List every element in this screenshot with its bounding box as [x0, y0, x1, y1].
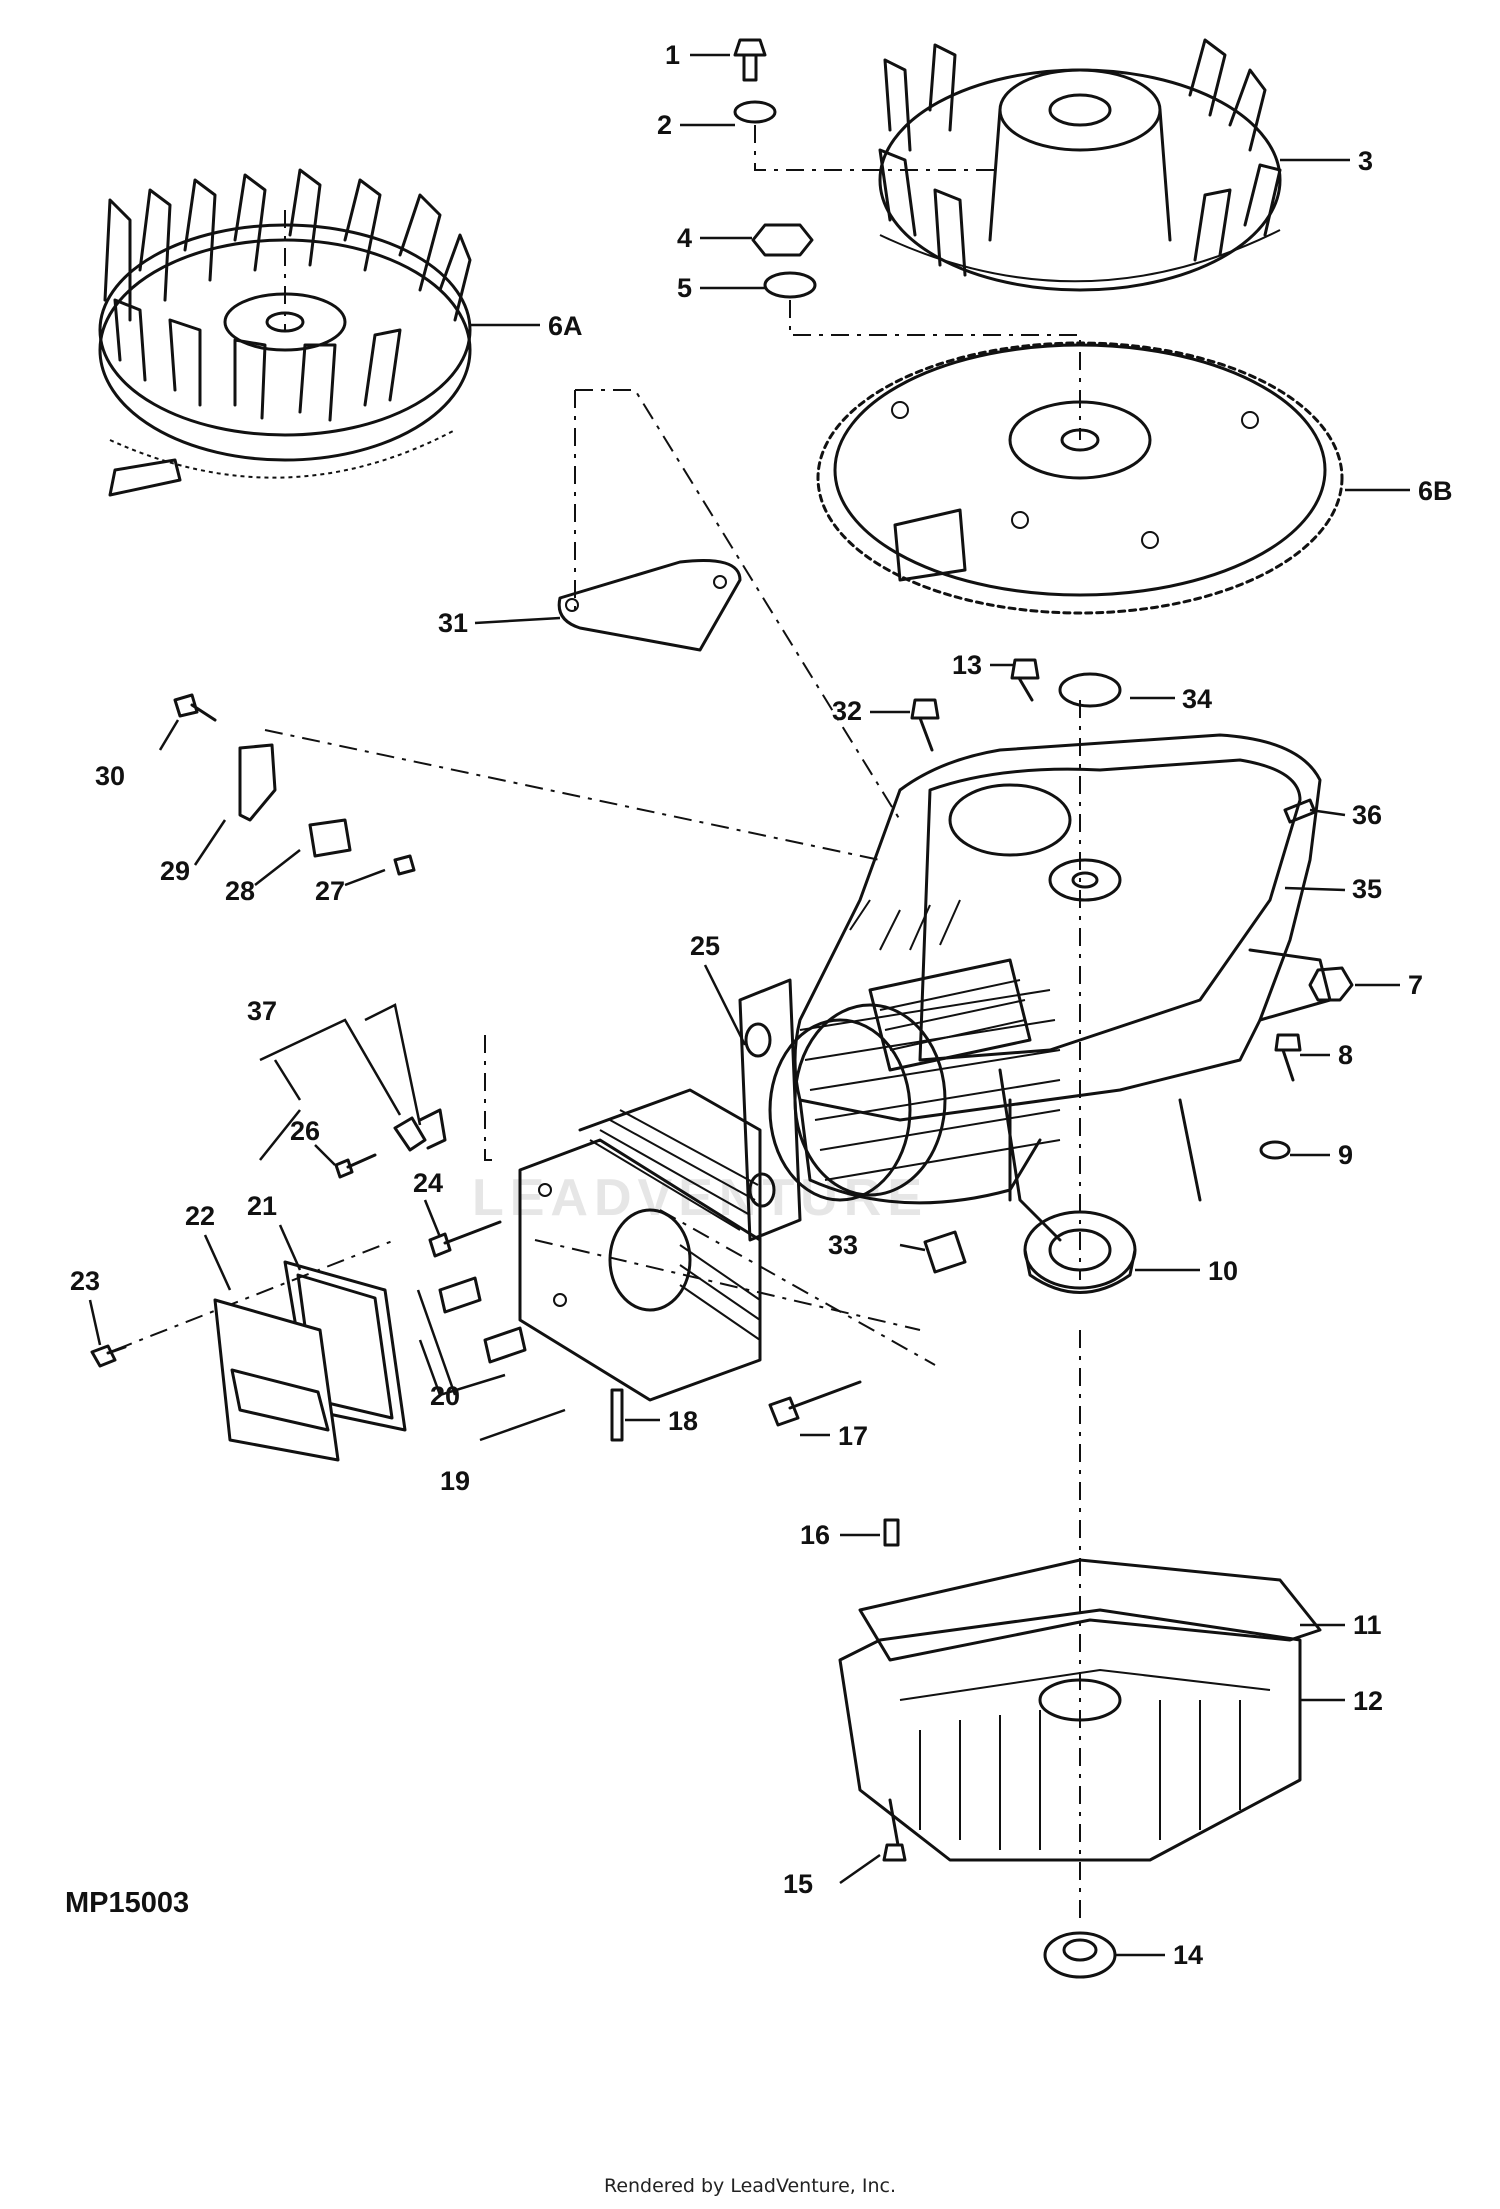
callout-20: 20: [430, 1381, 460, 1411]
flywheel-6b-part: [816, 341, 1344, 615]
callout-21: 21: [247, 1191, 277, 1221]
bracket-37-part: [393, 1108, 447, 1152]
plug-33-part: [923, 1230, 967, 1274]
callout-34: 34: [1182, 684, 1212, 714]
plug-32-part: [910, 698, 940, 752]
callout-5: 5: [677, 273, 692, 303]
callout-16: 16: [800, 1520, 830, 1550]
seal-34-part: [1058, 672, 1122, 708]
bracket-29-part: [238, 743, 277, 822]
cover-plate-31-part: [557, 558, 742, 652]
screw-27-part: [393, 854, 416, 876]
callout-31: 31: [438, 608, 468, 638]
callout-4: 4: [677, 223, 692, 253]
callout-6b: 6B: [1418, 476, 1453, 506]
figure-id: MP15003: [65, 1887, 189, 1919]
washer-9-part: [1259, 1140, 1291, 1160]
nut-7-part: [1308, 966, 1354, 1002]
callout-12: 12: [1353, 1686, 1383, 1716]
callout-36: 36: [1352, 800, 1382, 830]
bolt-30-part: [173, 693, 217, 722]
bolt-23-part: [90, 1344, 127, 1368]
oil-pan-12-part: [838, 1608, 1302, 1862]
bolt-15-part: [882, 1798, 907, 1862]
callout-24: 24: [413, 1168, 443, 1198]
callout-1: 1: [665, 40, 680, 70]
bolt-8-part: [1274, 1033, 1302, 1082]
callout-28: 28: [225, 876, 255, 906]
callout-9: 9: [1338, 1140, 1353, 1170]
gasket-11-part: [858, 1558, 1322, 1662]
flywheel-6a-part: [98, 168, 472, 497]
callout-3: 3: [1358, 146, 1373, 176]
callout-26: 26: [290, 1116, 320, 1146]
callout-7: 7: [1408, 970, 1423, 1000]
module-28-part: [308, 818, 352, 858]
callout-labels: 1 2 3 4 5 6A 6B 7 8 9 10 11 12 13 14 15 …: [70, 40, 1453, 1970]
callout-6a: 6A: [548, 311, 583, 341]
callout-32: 32: [832, 696, 862, 726]
callout-37: 37: [247, 996, 277, 1026]
footer-credit: Rendered by LeadVenture, Inc.: [604, 2175, 896, 2197]
callout-23: 23: [70, 1266, 100, 1296]
callout-33: 33: [828, 1230, 858, 1260]
callout-15: 15: [783, 1869, 813, 1899]
callout-29: 29: [160, 856, 190, 886]
pin-16-part: [883, 1518, 900, 1547]
valve-guide-20-part: [438, 1276, 527, 1364]
callout-10: 10: [1208, 1256, 1238, 1286]
callout-8: 8: [1338, 1040, 1353, 1070]
callout-18: 18: [668, 1406, 698, 1436]
callout-25: 25: [690, 931, 720, 961]
callout-30: 30: [95, 761, 125, 791]
callout-19: 19: [440, 1466, 470, 1496]
callout-11: 11: [1353, 1610, 1382, 1640]
callout-22: 22: [185, 1201, 215, 1231]
bolt-13-part: [1010, 658, 1040, 702]
cylinder-part: [793, 989, 1061, 1197]
bearing-10-part: [1023, 1210, 1137, 1294]
cylinder-head-19-part: [518, 1088, 762, 1402]
callout-17: 17: [838, 1421, 868, 1451]
bolt-26-part: [334, 1153, 377, 1179]
callout-27: 27: [315, 876, 345, 906]
callout-14: 14: [1173, 1940, 1203, 1970]
seal-14-part: [1043, 1931, 1117, 1979]
leader-lines: [88, 53, 1410, 1957]
fan-3-part: [878, 38, 1282, 292]
bolt-1-part: [733, 38, 767, 82]
head-gasket-25-part: [738, 978, 912, 1242]
valve-cover-22-part: [213, 1298, 340, 1462]
bolt-24-part: [428, 1220, 502, 1258]
stud-36-part: [1283, 798, 1317, 824]
callout-2: 2: [657, 110, 672, 140]
engine-block-35-part: [793, 733, 1332, 1242]
bolt-17-part: [768, 1380, 862, 1427]
watermark-text: LEADVENTURE: [472, 1169, 928, 1227]
callout-13: 13: [952, 650, 982, 680]
callout-35: 35: [1352, 874, 1382, 904]
washer-2-part: [733, 100, 777, 124]
stud-18-part: [610, 1388, 624, 1442]
washer-5-part: [763, 271, 817, 299]
nut-4-part: [751, 223, 814, 257]
